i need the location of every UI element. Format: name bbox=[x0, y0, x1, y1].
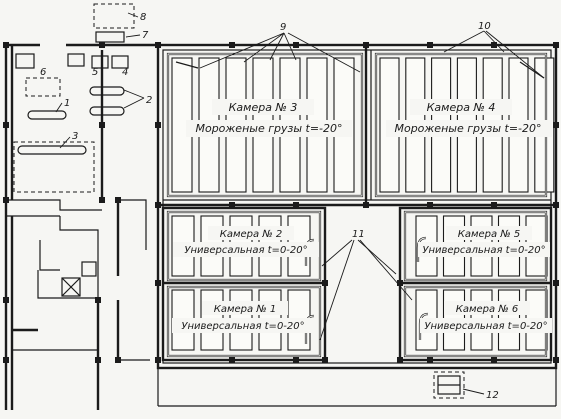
annex-equipment bbox=[17, 86, 125, 155]
callout-2: 2 bbox=[146, 95, 152, 106]
column bbox=[491, 357, 497, 363]
chamber-5-label: Камера № 5 Универсальная t=0-20° bbox=[418, 226, 550, 257]
svg-text:Камера № 1: Камера № 1 bbox=[214, 304, 277, 315]
callout-6: 6 bbox=[40, 67, 46, 78]
chamber-6-label: Камера № 6 Универсальная t=0-20° bbox=[420, 301, 552, 333]
column bbox=[427, 357, 433, 363]
chamber-3-label: Камера № 3 Мороженые грузы t=-20° bbox=[186, 99, 352, 137]
column bbox=[229, 42, 235, 48]
chamber-2-label: Камера № 2 Универсальная t=0-20° bbox=[173, 226, 319, 257]
svg-text:Универсальная t=0-20°: Универсальная t=0-20° bbox=[181, 321, 304, 332]
tank bbox=[27, 110, 67, 120]
column bbox=[229, 202, 235, 208]
callout-8: 8 bbox=[140, 12, 146, 23]
equipment-boxes bbox=[15, 31, 129, 69]
column bbox=[363, 202, 369, 208]
column bbox=[115, 357, 121, 363]
callout-1: 1 bbox=[64, 98, 70, 109]
column bbox=[3, 197, 9, 203]
column bbox=[553, 42, 559, 48]
svg-text:Универсальная t=0-20°: Универсальная t=0-20° bbox=[424, 321, 547, 332]
column bbox=[155, 42, 161, 48]
callout-4: 4 bbox=[122, 67, 128, 78]
column bbox=[95, 297, 101, 303]
callout-12: 12 bbox=[486, 390, 499, 401]
column bbox=[553, 280, 559, 286]
callout-numbers: 1 2 3 4 5 6 7 8 9 10 11 12 bbox=[40, 12, 499, 401]
column bbox=[427, 42, 433, 48]
callout-5: 5 bbox=[92, 67, 98, 78]
column bbox=[397, 280, 403, 286]
column bbox=[95, 357, 101, 363]
column bbox=[363, 42, 369, 48]
callout-3: 3 bbox=[72, 131, 78, 142]
svg-text:Универсальная t=0-20°: Универсальная t=0-20° bbox=[184, 245, 307, 256]
svg-text:Камера № 2: Камера № 2 bbox=[220, 229, 283, 240]
column bbox=[3, 42, 9, 48]
callout-10: 10 bbox=[478, 21, 491, 32]
svg-text:Камера № 3: Камера № 3 bbox=[229, 101, 298, 114]
dashed-outlines bbox=[13, 3, 465, 399]
column bbox=[322, 357, 328, 363]
tank bbox=[89, 86, 125, 96]
callout-leaders bbox=[55, 12, 545, 395]
column bbox=[99, 197, 105, 203]
column bbox=[3, 122, 9, 128]
svg-text:Мороженые грузы t=-20°: Мороженые грузы t=-20° bbox=[394, 122, 541, 135]
column bbox=[115, 197, 121, 203]
column bbox=[553, 357, 559, 363]
main-building-walls bbox=[156, 43, 558, 407]
column bbox=[293, 202, 299, 208]
column bbox=[491, 42, 497, 48]
column bbox=[3, 297, 9, 303]
column bbox=[293, 42, 299, 48]
svg-text:Камера № 5: Камера № 5 bbox=[458, 229, 521, 240]
column bbox=[3, 357, 9, 363]
column bbox=[397, 357, 403, 363]
column bbox=[229, 357, 235, 363]
tank bbox=[89, 106, 125, 116]
chamber-1-label: Камера № 1 Универсальная t=0-20° bbox=[172, 301, 314, 333]
column bbox=[155, 122, 161, 128]
structural-columns bbox=[3, 42, 559, 363]
column bbox=[553, 122, 559, 128]
svg-text:Камера № 6: Камера № 6 bbox=[456, 304, 519, 315]
column bbox=[155, 280, 161, 286]
svg-text:Мороженые грузы t=-20°: Мороженые грузы t=-20° bbox=[195, 122, 342, 135]
chamber-4-label: Камера № 4 Мороженые грузы t=-20° bbox=[386, 99, 552, 137]
callout-9: 9 bbox=[280, 22, 286, 33]
callout-11: 11 bbox=[352, 229, 365, 240]
column bbox=[293, 357, 299, 363]
column bbox=[99, 42, 105, 48]
svg-text:Камера № 4: Камера № 4 bbox=[427, 101, 496, 114]
column bbox=[155, 202, 161, 208]
column bbox=[155, 357, 161, 363]
column bbox=[322, 280, 328, 286]
callout-7: 7 bbox=[142, 30, 149, 41]
column bbox=[491, 202, 497, 208]
left-annex-walls bbox=[4, 43, 158, 410]
svg-text:Универсальная t=0-20°: Универсальная t=0-20° bbox=[422, 245, 545, 256]
tank bbox=[17, 145, 87, 155]
column bbox=[553, 202, 559, 208]
column bbox=[99, 122, 105, 128]
column bbox=[427, 202, 433, 208]
